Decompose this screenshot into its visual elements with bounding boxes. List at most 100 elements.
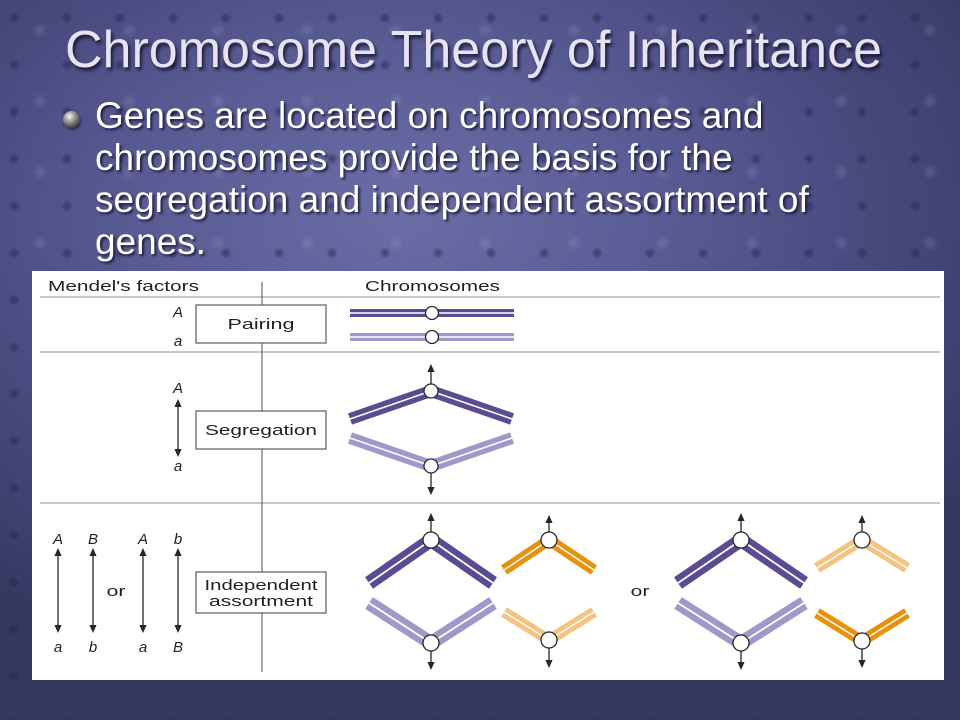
pairing-label: Pairing [228,316,295,333]
chromatid-separation-line [740,539,805,584]
chromatid-separation-line [368,539,432,584]
pairing-chromosome-light [350,329,514,345]
chromatid-separation-line [430,390,513,420]
segregation-chromosome-dark [348,364,514,425]
factor-label: a [54,639,62,656]
factor-label: A [172,304,183,321]
assortment-option2-orange-dark [814,608,910,668]
chromatid-separation-line [677,539,742,584]
pairing-box [195,304,327,344]
bullet-text-line: genes. [95,221,207,262]
factor-label: a [139,639,147,656]
factor-label: B [173,639,183,656]
chromosome-shapes [54,305,910,670]
arrow-head-down [139,625,147,633]
chromosome-theory-diagram: Mendel's factors Chromosomes A a Pairing… [32,271,944,680]
slide-title: Chromosome Theory of Inheritance [65,21,882,79]
pairing-chromosome-dark [350,305,514,321]
assortment-factor-arrow [54,548,62,633]
chromatid-separation-line [430,539,494,584]
spindle-arrow-down-head [545,660,553,668]
spindle-arrow-down-head [858,660,866,668]
independent-assortment-box [195,571,327,614]
spindle-arrow-up-head [545,515,553,523]
assortment-option1-orange-light [501,607,597,668]
chromatid-separation-line [861,539,908,569]
chromatid-separation-line [548,611,595,641]
arrow-head-down [89,625,97,633]
bullet-text-line: segregation and independent assortment o… [95,179,809,220]
chromatid-separation-line [677,602,742,644]
factor-label: A [172,380,183,397]
arrow-head-down [174,449,182,457]
chromatid-separation-line [503,539,550,571]
spindle-arrow-up-head [427,364,435,372]
centromere [424,305,440,321]
independent-assortment-label: Independent [205,577,319,594]
spindle-arrow-up-head [427,513,435,521]
chromatid-separation-line [368,602,432,644]
chromatid-separation-line [861,612,908,642]
spindle-arrow-up-head [858,515,866,523]
assortment-option2-purple-light [674,597,808,670]
assortment-factor-arrow [174,548,182,633]
arrow-head-up [174,548,182,556]
arrow-head-up [54,548,62,556]
segregation-label: Segregation [205,422,317,439]
chromatid-separation-line [430,602,494,644]
assortment-factor-arrow [89,548,97,633]
centromere [422,531,440,549]
arrow-head-up [174,399,182,407]
factor-label: a [174,333,182,350]
chromatid-separation-line [740,602,805,644]
chromatid-separation-line [430,437,513,467]
chromatid-separation-line [349,437,432,467]
or-connector: or [631,583,650,600]
factor-label: b [174,531,182,548]
chromatid-separation-line [816,539,863,569]
header-chromosomes: Chromosomes [365,278,500,295]
factor-label: A [52,531,63,548]
spindle-arrow-down-head [427,662,435,670]
centromere [423,383,439,399]
centromere [424,329,440,345]
bullet-text: Genes are located on chromosomes and chr… [95,95,809,263]
segregation-chromosome-light [348,432,514,495]
bullet-text-line: chromosomes provide the basis for the [95,137,733,178]
centromere [732,634,750,652]
assortment-factor-arrow [139,548,147,633]
assortment-option2-purple-dark [674,513,808,589]
segregation-factor-arrow [174,399,182,457]
arrow-head-up [89,548,97,556]
assortment-option1-orange-dark [500,515,598,575]
centromere [423,458,439,474]
centromere [422,634,440,652]
arrow-head-up [139,548,147,556]
centromere [853,531,871,549]
chromatid-separation-line [816,612,863,642]
arrow-head-down [174,625,182,633]
header-mendels-factors: Mendel's factors [48,278,199,295]
spindle-arrow-down-head [737,662,745,670]
assortment-option1-purple-dark [365,513,497,589]
arrow-head-down [54,625,62,633]
chromatid-separation-line [349,390,432,420]
or-connector: or [107,583,126,600]
centromere [732,531,750,549]
sphere-bullet-icon [63,111,80,128]
chromatid-separation-line [503,611,550,641]
assortment-option2-orange-light [814,515,910,573]
spindle-arrow-down-head [427,487,435,495]
figure-background [32,271,944,680]
spindle-arrow-up-head [737,513,745,521]
factor-label: b [89,639,97,656]
assortment-option1-purple-light [365,597,497,670]
independent-assortment-label: assortment [209,593,314,610]
centromere [853,632,871,650]
chromatid-separation-line [548,539,595,571]
centromere [540,531,558,549]
bullet-text-line: Genes are located on chromosomes and [95,95,764,136]
factor-label: A [137,531,148,548]
segregation-box [195,410,327,450]
